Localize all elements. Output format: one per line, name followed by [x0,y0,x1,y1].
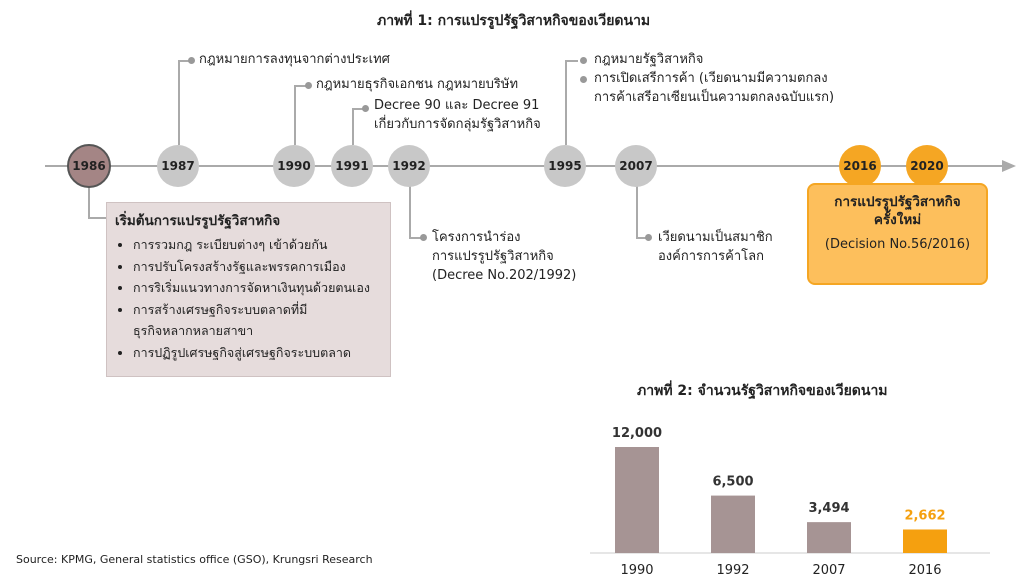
x-tick-label-2016: 2016 [908,563,941,578]
reform-start-heading: เริ่มต้นการแปรรูปรัฐวิสาหกิจ [115,213,281,229]
x-tick-label-1990: 1990 [620,563,653,578]
data-label-1990: 12,000 [612,426,662,441]
new-privatization-decision: (Decision No.56/2016) [824,237,971,252]
bullet-dot [362,105,369,112]
event-1991-text: Decree 90 และ Decree 91 เกี่ยวกับการจัดก… [374,98,541,132]
timeline-node-1992: 1992 [388,145,430,187]
figure1-title: ภาพที่ 1: การแปรรูปรัฐวิสาหกิจของเวียดนา… [377,13,651,29]
data-label-2016: 2,662 [904,508,945,523]
list-item: การปรับโครงสร้างรัฐและพรรคการเมือง [133,256,390,278]
connector-1986 [88,186,90,218]
new-privatization-title: การแปรรูปรัฐวิสาหกิจ ครั้งใหม่ [834,194,961,228]
event-1992-text: โครงการนำร่อง การแปรรูปรัฐวิสาหกิจ (Decr… [432,230,577,283]
event-1987-text: กฎหมายการลงทุนจากต่างประเทศ [199,52,390,67]
reform-start-box: เริ่มต้นการแปรรูปรัฐวิสาหกิจ การรวมกฎ ระ… [106,202,391,377]
connector-1995 [565,60,567,145]
connector-1987 [178,60,180,145]
list-item: การสร้างเศรษฐกิจระบบตลาดที่มีธุรกิจหลากห… [133,299,333,342]
timeline-arrow [1002,160,1016,172]
timeline-node-1986: 1986 [67,144,111,188]
bullet-dot [188,57,195,64]
list-item: การรวมกฎ ระเบียบต่างๆ เข้าด้วยกัน [133,234,390,256]
bullet-dot [420,234,427,241]
connector-1991 [352,108,354,145]
soe-count-bar-chart: 12,000 1990 6,500 1992 3,494 2007 2,662 2016 [590,426,990,578]
connector-2007 [636,186,638,238]
timeline-node-2016: 2016 [839,145,881,187]
bar-2016 [903,529,947,553]
new-privatization-box: การแปรรูปรัฐวิสาหกิจ ครั้งใหม่ (Decision… [807,183,988,285]
data-label-1992: 6,500 [712,475,753,490]
event-1995-text: กฎหมายรัฐวิสาหกิจ การเปิดเสรีการค้า (เวี… [580,50,834,107]
timeline-node-1991: 1991 [331,145,373,187]
x-tick-label-2007: 2007 [812,563,845,578]
bar-1990 [615,447,659,553]
connector-1990 [294,85,296,145]
timeline-node-1995: 1995 [544,145,586,187]
list-item: การปฏิรูปเศรษฐกิจสู่เศรษฐกิจระบบตลาด [133,342,390,364]
data-label-2007: 3,494 [808,501,849,516]
timeline-node-1987: 1987 [157,145,199,187]
x-tick-label-1992: 1992 [716,563,749,578]
bar-1992 [711,495,755,553]
timeline-node-1990: 1990 [273,145,315,187]
list-item: การริเริ่มแนวทางการจัดหาเงินทุนด้วยตนเอง [133,277,390,299]
timeline-node-2007: 2007 [615,145,657,187]
event-1990-text: กฎหมายธุรกิจเอกชน กฎหมายบริษัท [316,77,519,92]
source-note: Source: KPMG, General statistics office … [16,553,373,566]
event-2007-text: เวียดนามเป็นสมาชิก องค์การการค้าโลก [658,230,773,264]
bar-2007 [807,522,851,553]
connector-1992 [409,186,411,238]
timeline-node-2020: 2020 [906,145,948,187]
reform-start-list: การรวมกฎ ระเบียบต่างๆ เข้าด้วยกัน การปรั… [107,234,390,363]
timeline-axis [45,165,1005,167]
chart-title: ภาพที่ 2: จำนวนรัฐวิสาหกิจของเวียดนาม [637,383,888,399]
bullet-dot [645,234,652,241]
bullet-dot [305,82,312,89]
